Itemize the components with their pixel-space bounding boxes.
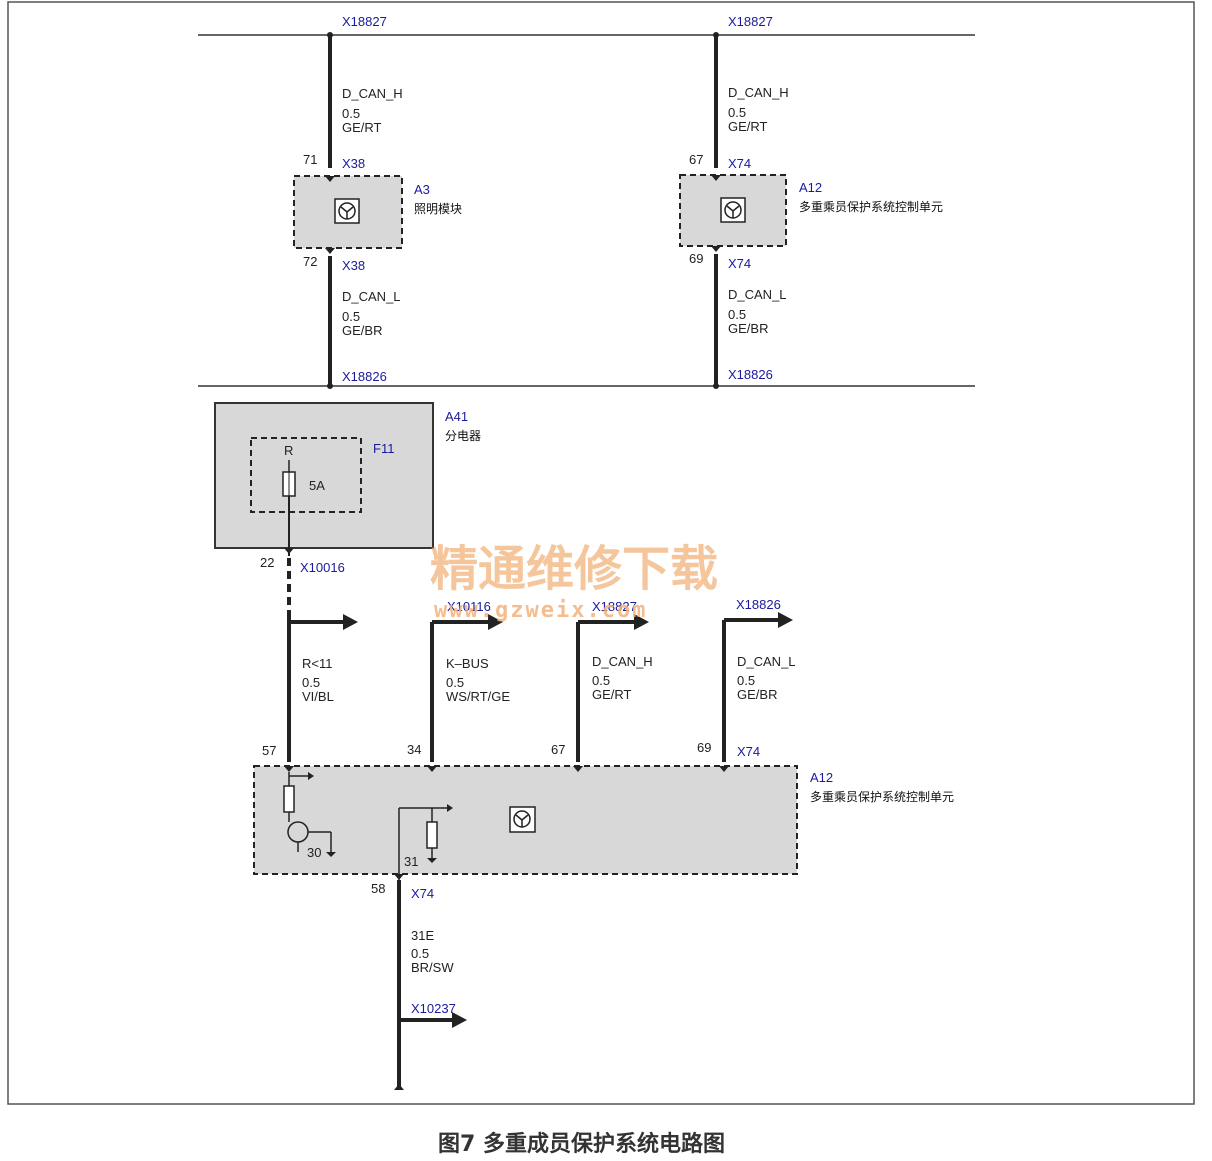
wire-signal: D_CAN_L [737, 654, 796, 669]
module-name: 多重乘员保护系统控制单元 [810, 790, 954, 804]
arrow-icon [452, 1012, 467, 1028]
pin-number: 34 [407, 742, 421, 757]
resistor-icon [283, 785, 295, 813]
module-name: 多重乘员保护系统控制单元 [799, 200, 943, 214]
pin-number: 72 [303, 254, 317, 269]
wire-signal: D_CAN_L [728, 287, 787, 302]
wire-size: 0.5 [737, 673, 755, 688]
wire-color: GE/RT [728, 119, 768, 134]
module-id: A41 [445, 409, 468, 424]
wire-size: 0.5 [728, 105, 746, 120]
wire-ref: X18826 [736, 597, 781, 612]
wire-signal: D_CAN_H [728, 85, 789, 100]
wire-color: BR/SW [411, 960, 454, 975]
pin-connector: X74 [728, 156, 751, 171]
watermark-url: www.gzweix.com [434, 598, 647, 623]
pin-number: 69 [689, 251, 703, 266]
wire-color: GE/BR [737, 687, 777, 702]
control-unit-icon [720, 197, 746, 223]
fuse-rating: 5A [309, 478, 325, 493]
terminal-label: 31 [404, 854, 418, 869]
fuse-box [250, 437, 362, 513]
wire-size: 0.5 [411, 946, 429, 961]
pin-number: 67 [689, 152, 703, 167]
wire-size: 0.5 [728, 307, 746, 322]
arrow-icon [488, 614, 503, 630]
wire-color: WS/RT/GE [446, 689, 510, 704]
figure-caption: 图7 多重成员保护系统电路图 [438, 1131, 725, 1157]
wire-ref: X10116 [447, 599, 491, 614]
wire-signal: K–BUS [446, 656, 489, 671]
module-id: A12 [799, 180, 822, 195]
circuit-a3: X18827 D_CAN_H 0.5 GE/RT 71 X38 A3 照明模块 … [293, 14, 462, 389]
resistor-icon [426, 821, 438, 849]
wire-signal: D_CAN_H [592, 654, 653, 669]
pin-connector: X74 [737, 744, 760, 759]
wire-color: GE/RT [342, 120, 382, 135]
ground-icon [427, 858, 437, 863]
diagram-border [7, 1, 1195, 1105]
internal-circuit: 30 31 [283, 772, 536, 882]
arrow-icon [778, 612, 793, 628]
pin-number: 69 [697, 740, 711, 755]
pin-connector: X38 [342, 156, 365, 171]
wire-size: 0.5 [342, 106, 360, 121]
connector-label: X18827 [728, 14, 773, 29]
wire-size: 0.5 [342, 309, 360, 324]
module-name: 照明模块 [414, 202, 462, 216]
connector-label: X18827 [342, 14, 387, 29]
wire-color: VI/BL [302, 689, 334, 704]
pin-number: 22 [260, 555, 274, 570]
module-id: A3 [414, 182, 430, 197]
wire-ref: X18827 [592, 599, 637, 614]
wire-color: GE/BR [728, 321, 768, 336]
circuit-a12-top: X18827 D_CAN_H 0.5 GE/RT 67 X74 A12 多重乘员… [679, 14, 943, 389]
connector-label: X18826 [728, 367, 773, 382]
module-id: A12 [810, 770, 833, 785]
pin-connector: X74 [411, 886, 434, 901]
pin-number: 58 [371, 881, 385, 896]
distributor-a41: A41 分电器 F11 R 5A 22 X10016 [214, 402, 481, 575]
module-name: 分电器 [445, 429, 481, 443]
wire-color: GE/BR [342, 323, 382, 338]
control-unit-icon [334, 198, 360, 224]
connector-label: X18826 [342, 369, 387, 384]
watermark-text: 精通维修下载 [430, 541, 718, 597]
pin-number: 57 [262, 743, 276, 758]
fuse-terminal: R [284, 443, 293, 458]
pin-connector: X38 [342, 258, 365, 273]
pin-connector: X10016 [300, 560, 345, 575]
watermark: 精通维修下载 www.gzweix.com [430, 541, 718, 623]
pin-connector: X74 [728, 256, 751, 271]
pin-number: 67 [551, 742, 565, 757]
wire-size: 0.5 [302, 675, 320, 690]
wire-ref: X10237 [411, 1001, 456, 1016]
wire-size: 0.5 [592, 673, 610, 688]
fuse-id: F11 [373, 441, 394, 456]
wire-signal: D_CAN_H [342, 86, 403, 101]
control-unit-icon [509, 806, 536, 833]
circuit-a12-bottom: X10116 X18827 X18826 R<11 0.5 VI/BL K–BU… [253, 558, 954, 1090]
terminal-label: 30 [307, 845, 321, 860]
wire-signal: R<11 [302, 656, 332, 671]
wire-color: GE/RT [592, 687, 632, 702]
pin-number: 71 [303, 152, 317, 167]
wire-size: 0.5 [446, 675, 464, 690]
wire-signal: D_CAN_L [342, 289, 401, 304]
ground-icon [326, 852, 336, 857]
arrow-icon [343, 614, 358, 630]
wire-signal: 31E [411, 928, 434, 943]
arrow-icon [634, 614, 649, 630]
